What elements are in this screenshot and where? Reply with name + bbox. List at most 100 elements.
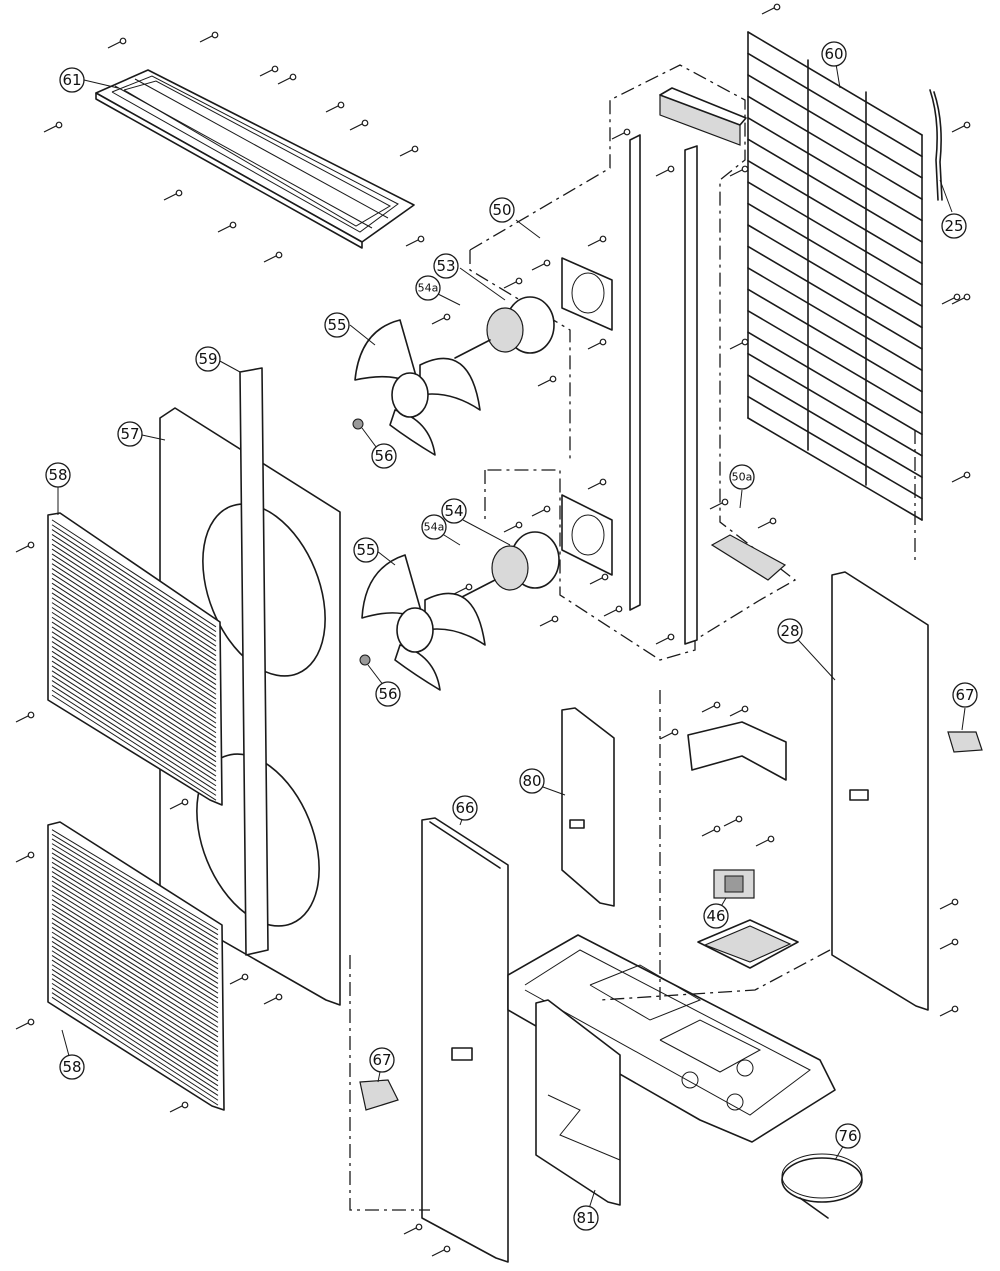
propeller-fan-upper	[354, 319, 481, 456]
screw-icon	[531, 259, 551, 271]
callout-50a: 50a	[729, 464, 755, 490]
screw-icon	[729, 705, 749, 717]
screw-icon	[229, 973, 249, 985]
part-label: 58	[48, 466, 67, 484]
grille-louver	[51, 843, 219, 945]
inner-support-59	[239, 367, 269, 956]
part-label: 61	[62, 71, 81, 89]
grille-louver	[51, 529, 217, 637]
grille-louver	[51, 945, 219, 1053]
grille-louver	[51, 996, 219, 1106]
callout-61: 61	[59, 67, 85, 93]
screw-icon	[729, 338, 749, 350]
grille-louver	[51, 973, 219, 1082]
grille-louver	[51, 866, 219, 970]
circuit-board	[697, 919, 799, 969]
screw-icon	[655, 633, 675, 645]
screw-icon	[701, 701, 721, 713]
grille-louver	[51, 641, 217, 748]
grille-louver	[51, 987, 219, 1096]
screw-icon	[587, 235, 607, 247]
screw-icon	[403, 1223, 423, 1235]
fan-nut-upper	[352, 418, 364, 430]
grille-louver	[51, 982, 219, 1091]
side-panel-66	[421, 817, 509, 1263]
grille-bar	[747, 224, 923, 329]
callout-59: 59	[195, 346, 221, 372]
screw-icon	[15, 711, 35, 723]
grille-louver	[51, 913, 219, 1018]
screw-icon	[405, 235, 425, 247]
grille-louver	[51, 927, 219, 1033]
grille-louver	[51, 563, 217, 671]
grille-louver	[51, 964, 219, 1072]
grille-louver	[51, 543, 217, 652]
screw-icon	[587, 478, 607, 490]
grille-louver	[51, 577, 217, 686]
screw-icon	[589, 573, 609, 585]
screw-icon	[729, 165, 749, 177]
part-label: 54	[444, 502, 463, 520]
screw-icon	[531, 505, 551, 517]
grille-bar	[747, 331, 923, 436]
grille-louver	[51, 917, 219, 1023]
callout-76: 76	[835, 1123, 861, 1149]
grille-louver	[51, 861, 219, 965]
grille-louver	[51, 519, 217, 628]
grille-louver	[51, 607, 217, 714]
screw-icon	[503, 277, 523, 289]
callout-25: 25	[941, 213, 967, 239]
grille-bar	[747, 288, 923, 393]
callout-28: 28	[777, 618, 803, 644]
grille-louver	[51, 847, 219, 950]
screw-icon	[163, 189, 183, 201]
grille-bar	[747, 395, 923, 500]
callout-46: 46	[703, 903, 729, 929]
motor-support-frame	[469, 64, 797, 661]
callout-55-top: 55	[324, 312, 350, 338]
fan-motor-lower	[459, 531, 560, 599]
grille-louver	[51, 880, 219, 984]
screw-icon	[325, 101, 345, 113]
screw-icon	[537, 375, 557, 387]
callout-81: 81	[573, 1205, 599, 1231]
part-label: 55	[327, 316, 346, 334]
fan-nut-lower	[359, 654, 371, 666]
screw-icon	[939, 938, 959, 950]
part-label: 80	[522, 772, 541, 790]
screw-icon	[723, 815, 743, 827]
part-label: 54a	[418, 282, 439, 295]
grille-louver	[51, 931, 219, 1038]
grille-louver	[51, 650, 217, 758]
screw-icon	[431, 313, 451, 325]
grille-bar	[747, 116, 923, 222]
grille-louver	[51, 558, 217, 666]
grille-louver	[51, 553, 217, 661]
screw-icon	[263, 993, 283, 1005]
grille-louver	[51, 959, 219, 1067]
base-pan	[507, 934, 836, 1143]
screw-icon	[107, 37, 127, 49]
part-label: 58	[62, 1058, 81, 1076]
grille-louver	[51, 694, 217, 801]
grille-bar	[747, 374, 923, 479]
part-label: 50a	[732, 471, 753, 484]
grille-louver	[51, 665, 217, 772]
grille-louver	[51, 968, 219, 1077]
partition-panel-81	[535, 999, 621, 1206]
part-label: 55	[356, 541, 375, 559]
screw-icon	[709, 498, 729, 510]
part-label: 57	[120, 425, 139, 443]
grille-bar	[747, 181, 923, 286]
screw-icon	[761, 3, 781, 15]
grille-louver	[51, 602, 217, 710]
screw-icon	[169, 798, 189, 810]
grille-louver	[51, 548, 217, 657]
grille-louver	[51, 538, 217, 647]
callout-58-top: 58	[45, 462, 71, 488]
callout-66: 66	[452, 795, 478, 821]
screw-icon	[431, 1245, 451, 1257]
screw-icon	[15, 1018, 35, 1030]
part-label: 81	[576, 1209, 595, 1227]
